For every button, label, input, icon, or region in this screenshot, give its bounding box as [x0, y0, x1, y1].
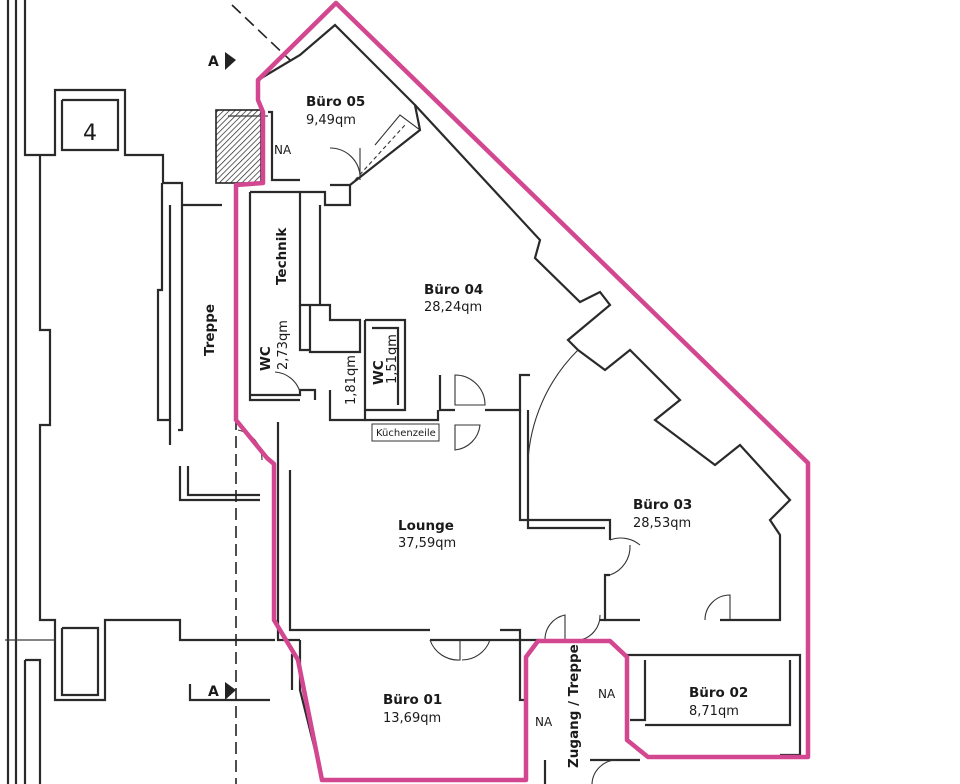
kitchenette-box — [371, 423, 440, 442]
room-buero03-name: Büro 03 — [633, 497, 692, 513]
section-line: A A — [208, 4, 291, 784]
room-buero01-name: Büro 01 — [383, 692, 442, 708]
room-wc2-name: WC — [371, 360, 387, 385]
room-labels: Büro 05 9,49qm NA Büro 04 28,24qm Techni… — [202, 94, 748, 768]
room-buero03-area: 28,53qm — [633, 516, 691, 531]
room-buero01-area: 13,69qm — [383, 711, 441, 726]
na-label-bottom-right: NA — [598, 687, 616, 701]
section-marker-top: A — [208, 54, 219, 70]
room-buero05-name: Büro 05 — [306, 94, 365, 110]
room-lounge-area: 37,59qm — [398, 536, 456, 551]
section-marker-bottom: A — [208, 684, 219, 700]
room-wc1-name: WC — [258, 346, 274, 371]
room-buero05-area: 9,49qm — [306, 113, 356, 128]
room-wc1-area: 2,73qm — [276, 320, 291, 370]
room-buero02-area: 8,71qm — [689, 704, 739, 719]
na-label-bottom-left: NA — [535, 715, 553, 729]
room-corridor-area: 1,81qm — [344, 355, 359, 405]
neighbour-building: 4 — [5, 0, 275, 784]
interior-walls — [215, 23, 802, 784]
room-buero04-name: Büro 04 — [424, 282, 483, 298]
doors — [237, 114, 731, 784]
room-buero02-name: Büro 02 — [689, 685, 748, 701]
na-label-top: NA — [274, 143, 292, 157]
unit-outline — [233, 0, 811, 783]
room-lounge-name: Lounge — [398, 518, 454, 534]
room-zugang-name: Zugang / Treppe — [566, 644, 582, 768]
room-wc2-area: 1,51qm — [385, 334, 400, 384]
room-treppe-name: Treppe — [202, 304, 218, 356]
room-technik-name: Technik — [274, 227, 290, 285]
room-buero04-area: 28,24qm — [424, 300, 482, 315]
stair-number: 4 — [83, 121, 97, 146]
kitchenette-label: Küchenzeile — [376, 428, 436, 439]
